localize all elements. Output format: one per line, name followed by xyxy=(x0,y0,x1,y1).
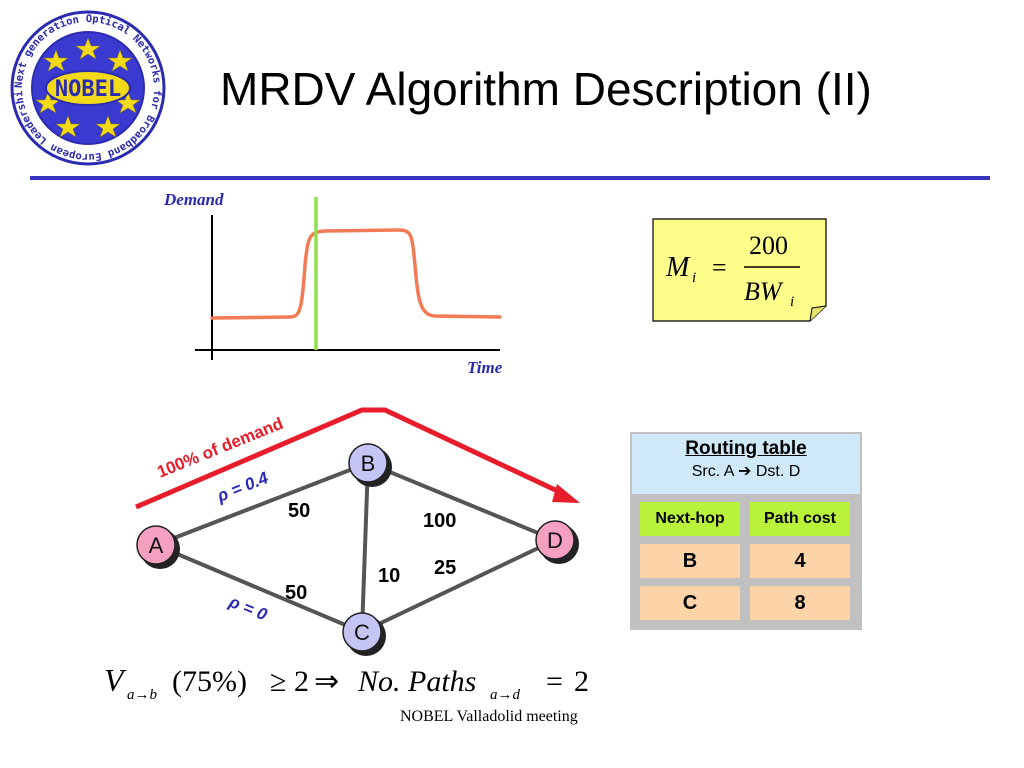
network-graph: 100% of demand A B C D 50 50 10 100 25 ρ… xyxy=(135,407,580,656)
table-row-1-next-hop: B xyxy=(640,544,740,578)
column-header-next-hop: Next-hop xyxy=(640,502,740,536)
routing-table-title: Routing table xyxy=(685,438,807,459)
logo-name: NOBEL xyxy=(55,77,121,102)
formula-equals: = xyxy=(712,253,727,282)
rho-bottom-label: ρ = 0 xyxy=(226,592,271,625)
formula-equals-b: = xyxy=(546,665,563,698)
formula-lhs: M xyxy=(665,252,691,283)
edge-b-c-weight: 10 xyxy=(378,565,400,587)
node-b-label: B xyxy=(361,451,376,476)
arrow-right-icon: ➔ xyxy=(737,463,752,480)
formula-v-sub: a→b xyxy=(127,687,158,703)
rho-top-label: ρ = 0.4 xyxy=(213,468,271,506)
demand-chart: Demand Time xyxy=(163,190,503,377)
node-a[interactable]: A xyxy=(136,525,180,569)
demand-curve xyxy=(210,228,502,320)
table-row-2-path-cost: 8 xyxy=(750,586,850,620)
network-edges xyxy=(155,461,556,634)
formula-paths-sub: a→d xyxy=(490,687,521,703)
demand-arrow xyxy=(135,407,568,510)
formula-paths: No. Paths xyxy=(357,665,476,698)
slide-title: MRDV Algorithm Description (II) xyxy=(220,63,872,115)
edge-b-d-weight: 100 xyxy=(423,510,456,532)
edge-a-b-weight: 50 xyxy=(288,500,310,522)
demand-axis-label: Demand xyxy=(163,190,224,209)
node-c-label: C xyxy=(354,620,370,645)
formula-box: M i = 200 BW i xyxy=(652,218,827,322)
formula-denominator: BW xyxy=(744,277,784,306)
edge-b-d xyxy=(367,461,556,542)
routing-table-header: Routing table Src. A ➔ Dst. D xyxy=(632,434,860,494)
formula-numerator: 200 xyxy=(749,231,788,260)
bottom-formula: V a→b (75%) ≥ 2 ⇒ No. Paths a→d = 2 xyxy=(104,662,589,703)
table-row-1-path-cost: 4 xyxy=(750,544,850,578)
column-header-path-cost: Path cost xyxy=(750,502,850,536)
time-axis-label: Time xyxy=(467,358,503,377)
edge-c-d xyxy=(361,538,556,634)
node-c[interactable]: C xyxy=(342,612,386,656)
routing-dst: Dst. D xyxy=(755,463,801,480)
demand-arrowhead xyxy=(552,484,580,503)
edge-c-d-weight: 25 xyxy=(434,557,456,579)
formula-lhs-sub: i xyxy=(692,270,696,286)
routing-table: Routing table Src. A ➔ Dst. D Next-hop P… xyxy=(630,432,862,630)
edge-a-b xyxy=(155,461,369,547)
formula-percent: (75%) xyxy=(172,665,247,698)
nobel-logo: Next generation Optical Networks for Bro… xyxy=(8,8,166,166)
slide-footer: NOBEL Valladolid meeting xyxy=(400,708,578,725)
formula-two-b: 2 xyxy=(574,665,589,698)
edge-a-c xyxy=(155,543,363,634)
edge-a-c-weight: 50 xyxy=(285,582,307,604)
node-d-label: D xyxy=(547,528,563,553)
formula-v: V xyxy=(104,662,127,698)
title-divider xyxy=(30,176,990,180)
table-row-2-next-hop: C xyxy=(640,586,740,620)
routing-table-subtitle: Src. A ➔ Dst. D xyxy=(632,461,860,481)
formula-implies: ⇒ xyxy=(314,665,339,698)
formula-two-a: 2 xyxy=(294,665,309,698)
node-d[interactable]: D xyxy=(535,520,579,564)
formula-geq: ≥ xyxy=(270,665,286,698)
routing-src: Src. A xyxy=(691,463,734,480)
node-b[interactable]: B xyxy=(348,443,392,487)
edge-b-c xyxy=(360,462,370,633)
node-a-label: A xyxy=(149,533,164,558)
formula-denominator-sub: i xyxy=(790,294,794,310)
